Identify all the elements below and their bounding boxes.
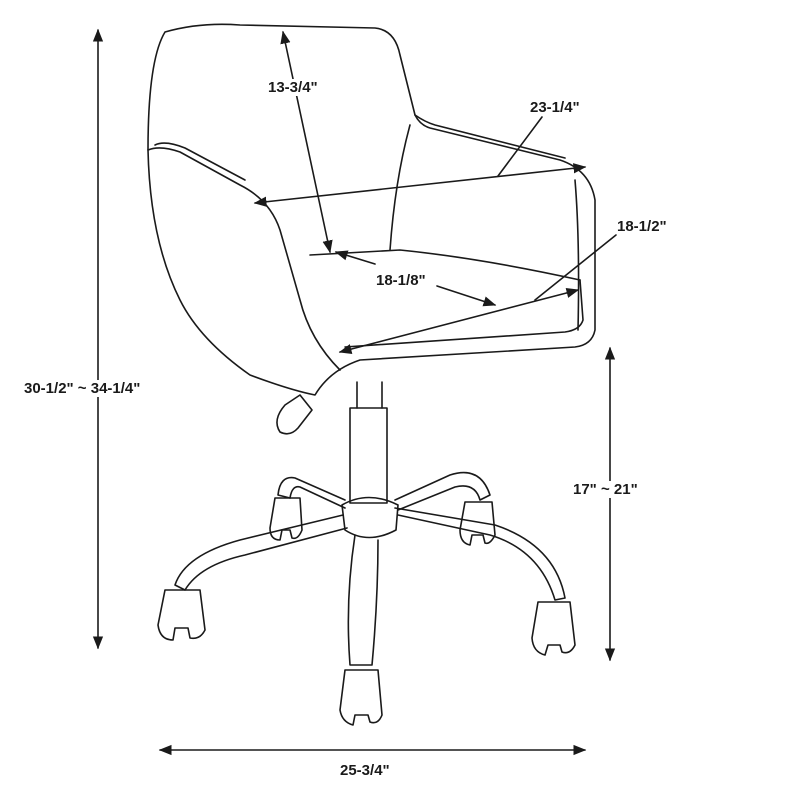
seat-height-label: 17" ~ 21" xyxy=(573,481,638,498)
back-height-label: 13-3/4" xyxy=(268,79,318,96)
overall-width-line xyxy=(253,163,587,207)
height-lever xyxy=(276,394,313,435)
overall-height-label: 30-1/2" ~ 34-1/4" xyxy=(24,380,141,397)
star-base xyxy=(174,471,566,666)
chair-shell xyxy=(147,23,596,396)
overall-width-label: 23-1/4" xyxy=(530,99,580,116)
back-height-line xyxy=(280,30,333,254)
seat-depth-line-b xyxy=(436,285,497,307)
base-width-label: 25-3/4" xyxy=(340,762,390,779)
seat-width-label: 18-1/8" xyxy=(376,272,426,289)
leader-18-half xyxy=(534,234,617,301)
casters xyxy=(157,497,576,726)
seat-depth-line-a xyxy=(334,250,376,265)
seat-depth-label: 18-1/2" xyxy=(617,218,667,235)
gas-cylinder xyxy=(349,381,388,504)
seat-width-line xyxy=(338,287,580,355)
leader-23 xyxy=(497,116,543,177)
